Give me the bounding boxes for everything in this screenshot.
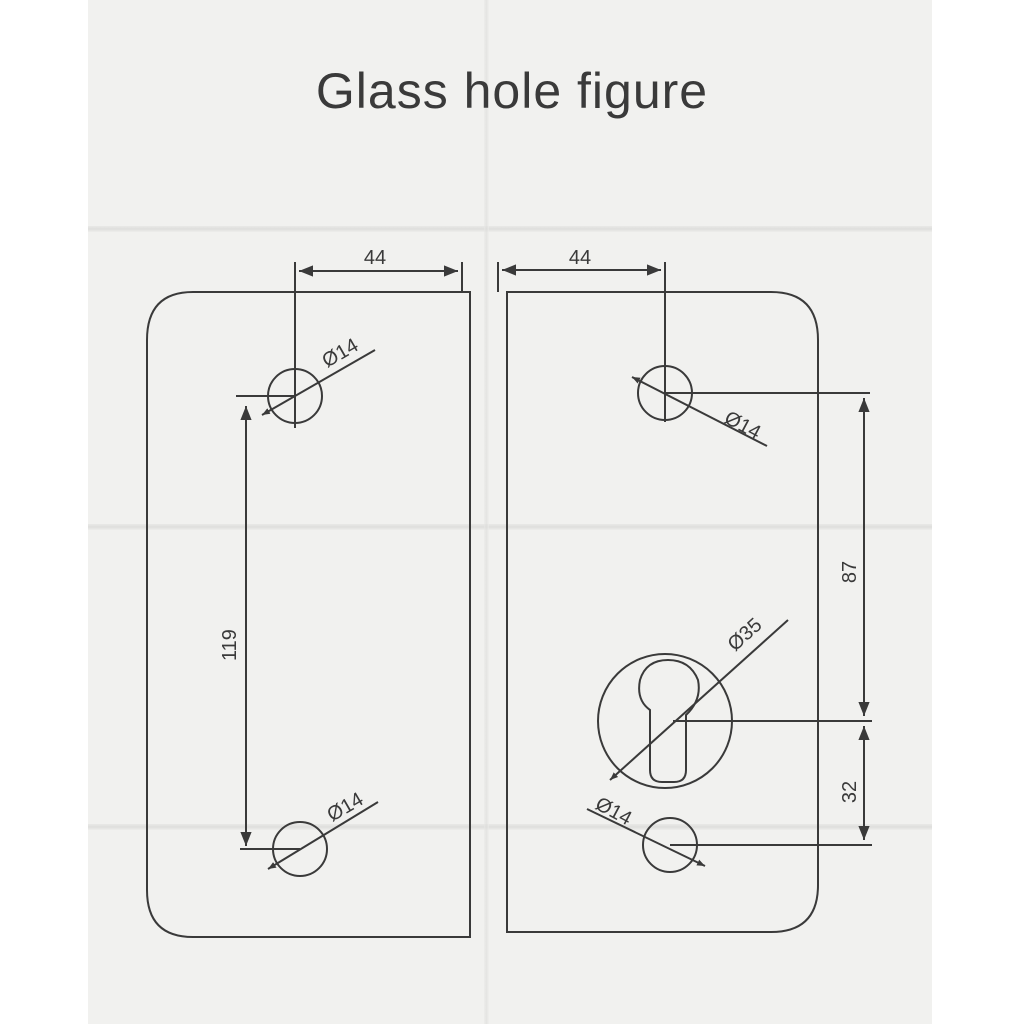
- left-spacing-label: 119: [219, 629, 241, 661]
- fold-crease: [88, 824, 932, 830]
- right-top-hole-label: Ø14: [721, 407, 765, 444]
- fold-crease: [88, 524, 932, 530]
- keyhole-profile: [638, 658, 700, 783]
- left-width-label: 44: [364, 247, 386, 269]
- fold-crease: [484, 0, 489, 1024]
- left-top-hole-label: Ø14: [319, 334, 363, 372]
- right-upper-spacing-label: 87: [839, 561, 861, 583]
- lock-hole-label: Ø35: [724, 614, 767, 656]
- right-lower-spacing-label: 32: [839, 781, 861, 803]
- left-bottom-hole-label: Ø14: [324, 788, 368, 826]
- right-glass-panel: [506, 291, 819, 933]
- right-width-label: 44: [569, 247, 591, 269]
- paper-sheet: [88, 0, 932, 1024]
- fold-crease: [88, 226, 932, 232]
- page-title: Glass hole figure: [315, 63, 709, 119]
- left-glass-panel: [146, 291, 471, 938]
- right-bottom-hole-label: Ø14: [592, 793, 636, 830]
